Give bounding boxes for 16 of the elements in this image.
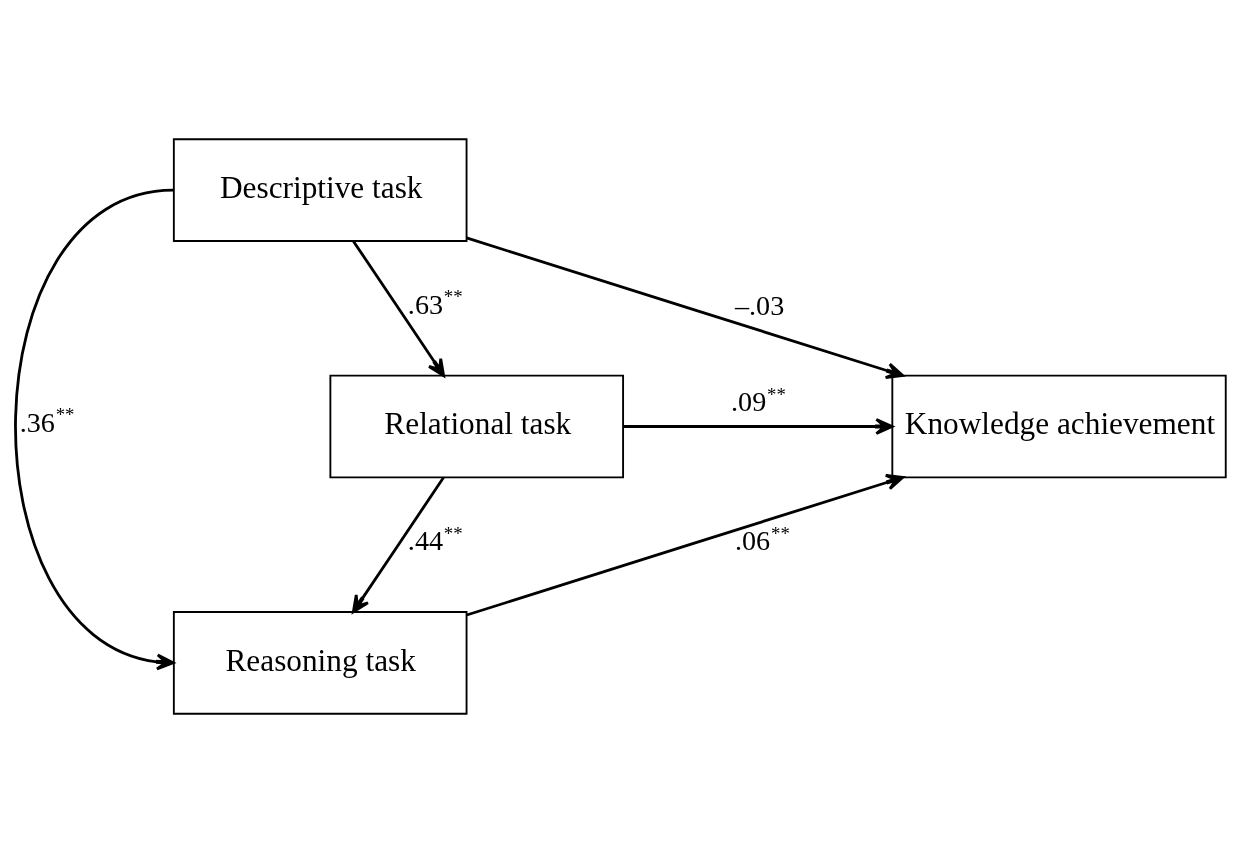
edge-label: .44$^{**}$	[407, 522, 463, 556]
arrow	[352, 239, 445, 377]
node-box: Knowledge achievement	[891, 374, 1227, 478]
edge-label: .06$^{**}$	[735, 522, 790, 556]
arrow	[14, 188, 175, 670]
edge-label: –.03	[735, 289, 785, 321]
arrow	[623, 417, 894, 435]
arrow	[351, 476, 445, 613]
edge-label: .36$^{**}$	[19, 403, 75, 438]
arrow	[466, 236, 905, 379]
node-box: Descriptive task	[172, 137, 468, 242]
node-box: Reasoning task	[172, 610, 468, 715]
node-box: Relational task	[329, 374, 625, 478]
edge-label: .63$^{**}$	[407, 285, 463, 320]
edge-label: .09$^{**}$	[731, 383, 786, 417]
arrow	[466, 473, 905, 616]
